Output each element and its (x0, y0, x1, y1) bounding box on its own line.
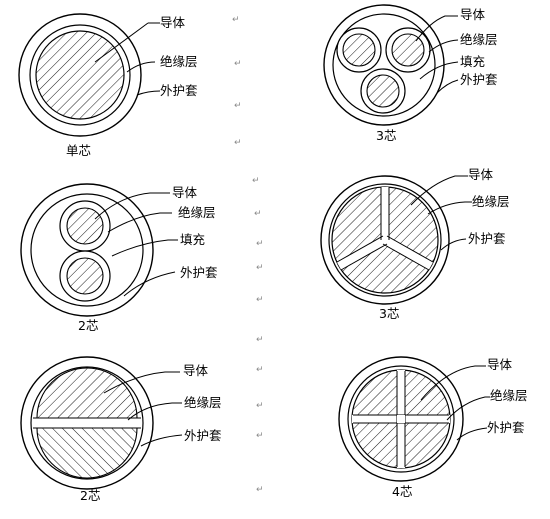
leader-sheath (440, 238, 467, 251)
label-insulation: 绝缘层 (160, 54, 198, 69)
leader-sheath (136, 90, 161, 96)
label-conductor: 导体 (460, 7, 486, 22)
leader-conductor (94, 192, 170, 220)
paragraph-mark: ↵ (234, 101, 242, 111)
leader-conductor (410, 175, 468, 206)
label-sheath: 外护套 (468, 231, 506, 246)
label-conductor: 导体 (160, 15, 186, 30)
diagram-two-core-sector: 导体 绝缘层 外护套 2芯 (20, 356, 222, 503)
paragraph-mark: ↵ (256, 401, 264, 411)
label-insulation: 绝缘层 (178, 205, 216, 220)
caption-single-core: 单芯 (66, 143, 91, 158)
paragraph-mark: ↵ (234, 59, 242, 69)
paragraph-mark: ↵ (232, 15, 240, 25)
label-sheath: 外护套 (180, 265, 218, 280)
paragraph-mark: ↵ (234, 138, 242, 148)
label-sheath: 外护套 (460, 72, 498, 87)
paragraph-marks: ↵ ↵ ↵ ↵ ↵ ↵ ↵ ↵ ↵ ↵ ↵ ↵ ↵ ↵ (232, 15, 264, 495)
label-insulation: 绝缘层 (460, 32, 498, 47)
conductor (35, 30, 125, 120)
paragraph-mark: ↵ (256, 365, 264, 375)
conductor-upper (36, 367, 138, 419)
label-insulation: 绝缘层 (472, 194, 510, 209)
leader-conductor (420, 365, 486, 401)
leader-insulation (428, 39, 459, 53)
leader-insulation (127, 402, 182, 421)
label-conductor: 导体 (183, 363, 209, 378)
label-sheath: 外护套 (160, 83, 198, 98)
conductor-2 (391, 33, 425, 67)
label-conductor: 导体 (487, 357, 513, 372)
conductor-3 (366, 74, 400, 108)
label-sheath: 外护套 (487, 420, 525, 435)
paragraph-mark: ↵ (256, 335, 264, 345)
leader-insulation (446, 396, 490, 421)
leader-conductor (103, 371, 180, 394)
leader-filler (419, 61, 459, 80)
conductor-lower (36, 427, 138, 479)
paragraph-mark: ↵ (256, 485, 264, 495)
leader-conductor (415, 15, 458, 42)
caption-two-core-sector: 2芯 (80, 488, 100, 503)
conductor-1 (66, 207, 104, 245)
leader-insulation (107, 212, 172, 233)
paragraph-mark: ↵ (256, 295, 264, 305)
diagram-single-core: 导体 绝缘层 外护套 单芯 (18, 13, 198, 158)
label-filler: 填充 (180, 232, 205, 247)
caption-three-core: 3芯 (376, 128, 396, 143)
paragraph-mark: ↵ (256, 263, 264, 273)
diagram-three-core-sector: 导体 绝缘层 外护套 3芯 (320, 167, 510, 321)
paragraph-mark: ↵ (252, 176, 260, 186)
paragraph-mark: ↵ (256, 431, 264, 441)
sector-separators (352, 370, 450, 468)
label-conductor: 导体 (468, 167, 494, 182)
caption-three-core-sector: 3芯 (379, 306, 399, 321)
caption-four-core: 4芯 (392, 484, 412, 499)
sector-separators (336, 187, 434, 271)
label-insulation: 绝缘层 (490, 388, 528, 403)
leader-insulation (427, 201, 472, 215)
leader-sheath (140, 434, 183, 447)
caption-two-core-round: 2芯 (78, 318, 98, 333)
paragraph-mark: ↵ (254, 209, 262, 219)
label-filler: 填充 (460, 54, 485, 69)
conductor-1 (342, 33, 376, 67)
label-sheath: 外护套 (184, 428, 222, 443)
conductor-2 (66, 257, 104, 295)
leader-filler (111, 239, 178, 257)
leader-sheath (456, 427, 488, 441)
leader-sheath (123, 271, 176, 297)
paragraph-mark: ↵ (256, 239, 264, 249)
label-conductor: 导体 (172, 185, 198, 200)
leader-insulation (126, 61, 156, 73)
leader-conductor (94, 22, 149, 63)
diagram-four-core: 导体 绝缘层 外护套 4芯 (338, 356, 528, 499)
leader-sheath (436, 79, 459, 94)
diagram-three-core: 导体 绝缘层 填充 外护套 3芯 (323, 4, 498, 143)
diagram-two-core-round: 导体 绝缘层 填充 外护套 2芯 (20, 183, 218, 333)
label-insulation: 绝缘层 (184, 395, 222, 410)
